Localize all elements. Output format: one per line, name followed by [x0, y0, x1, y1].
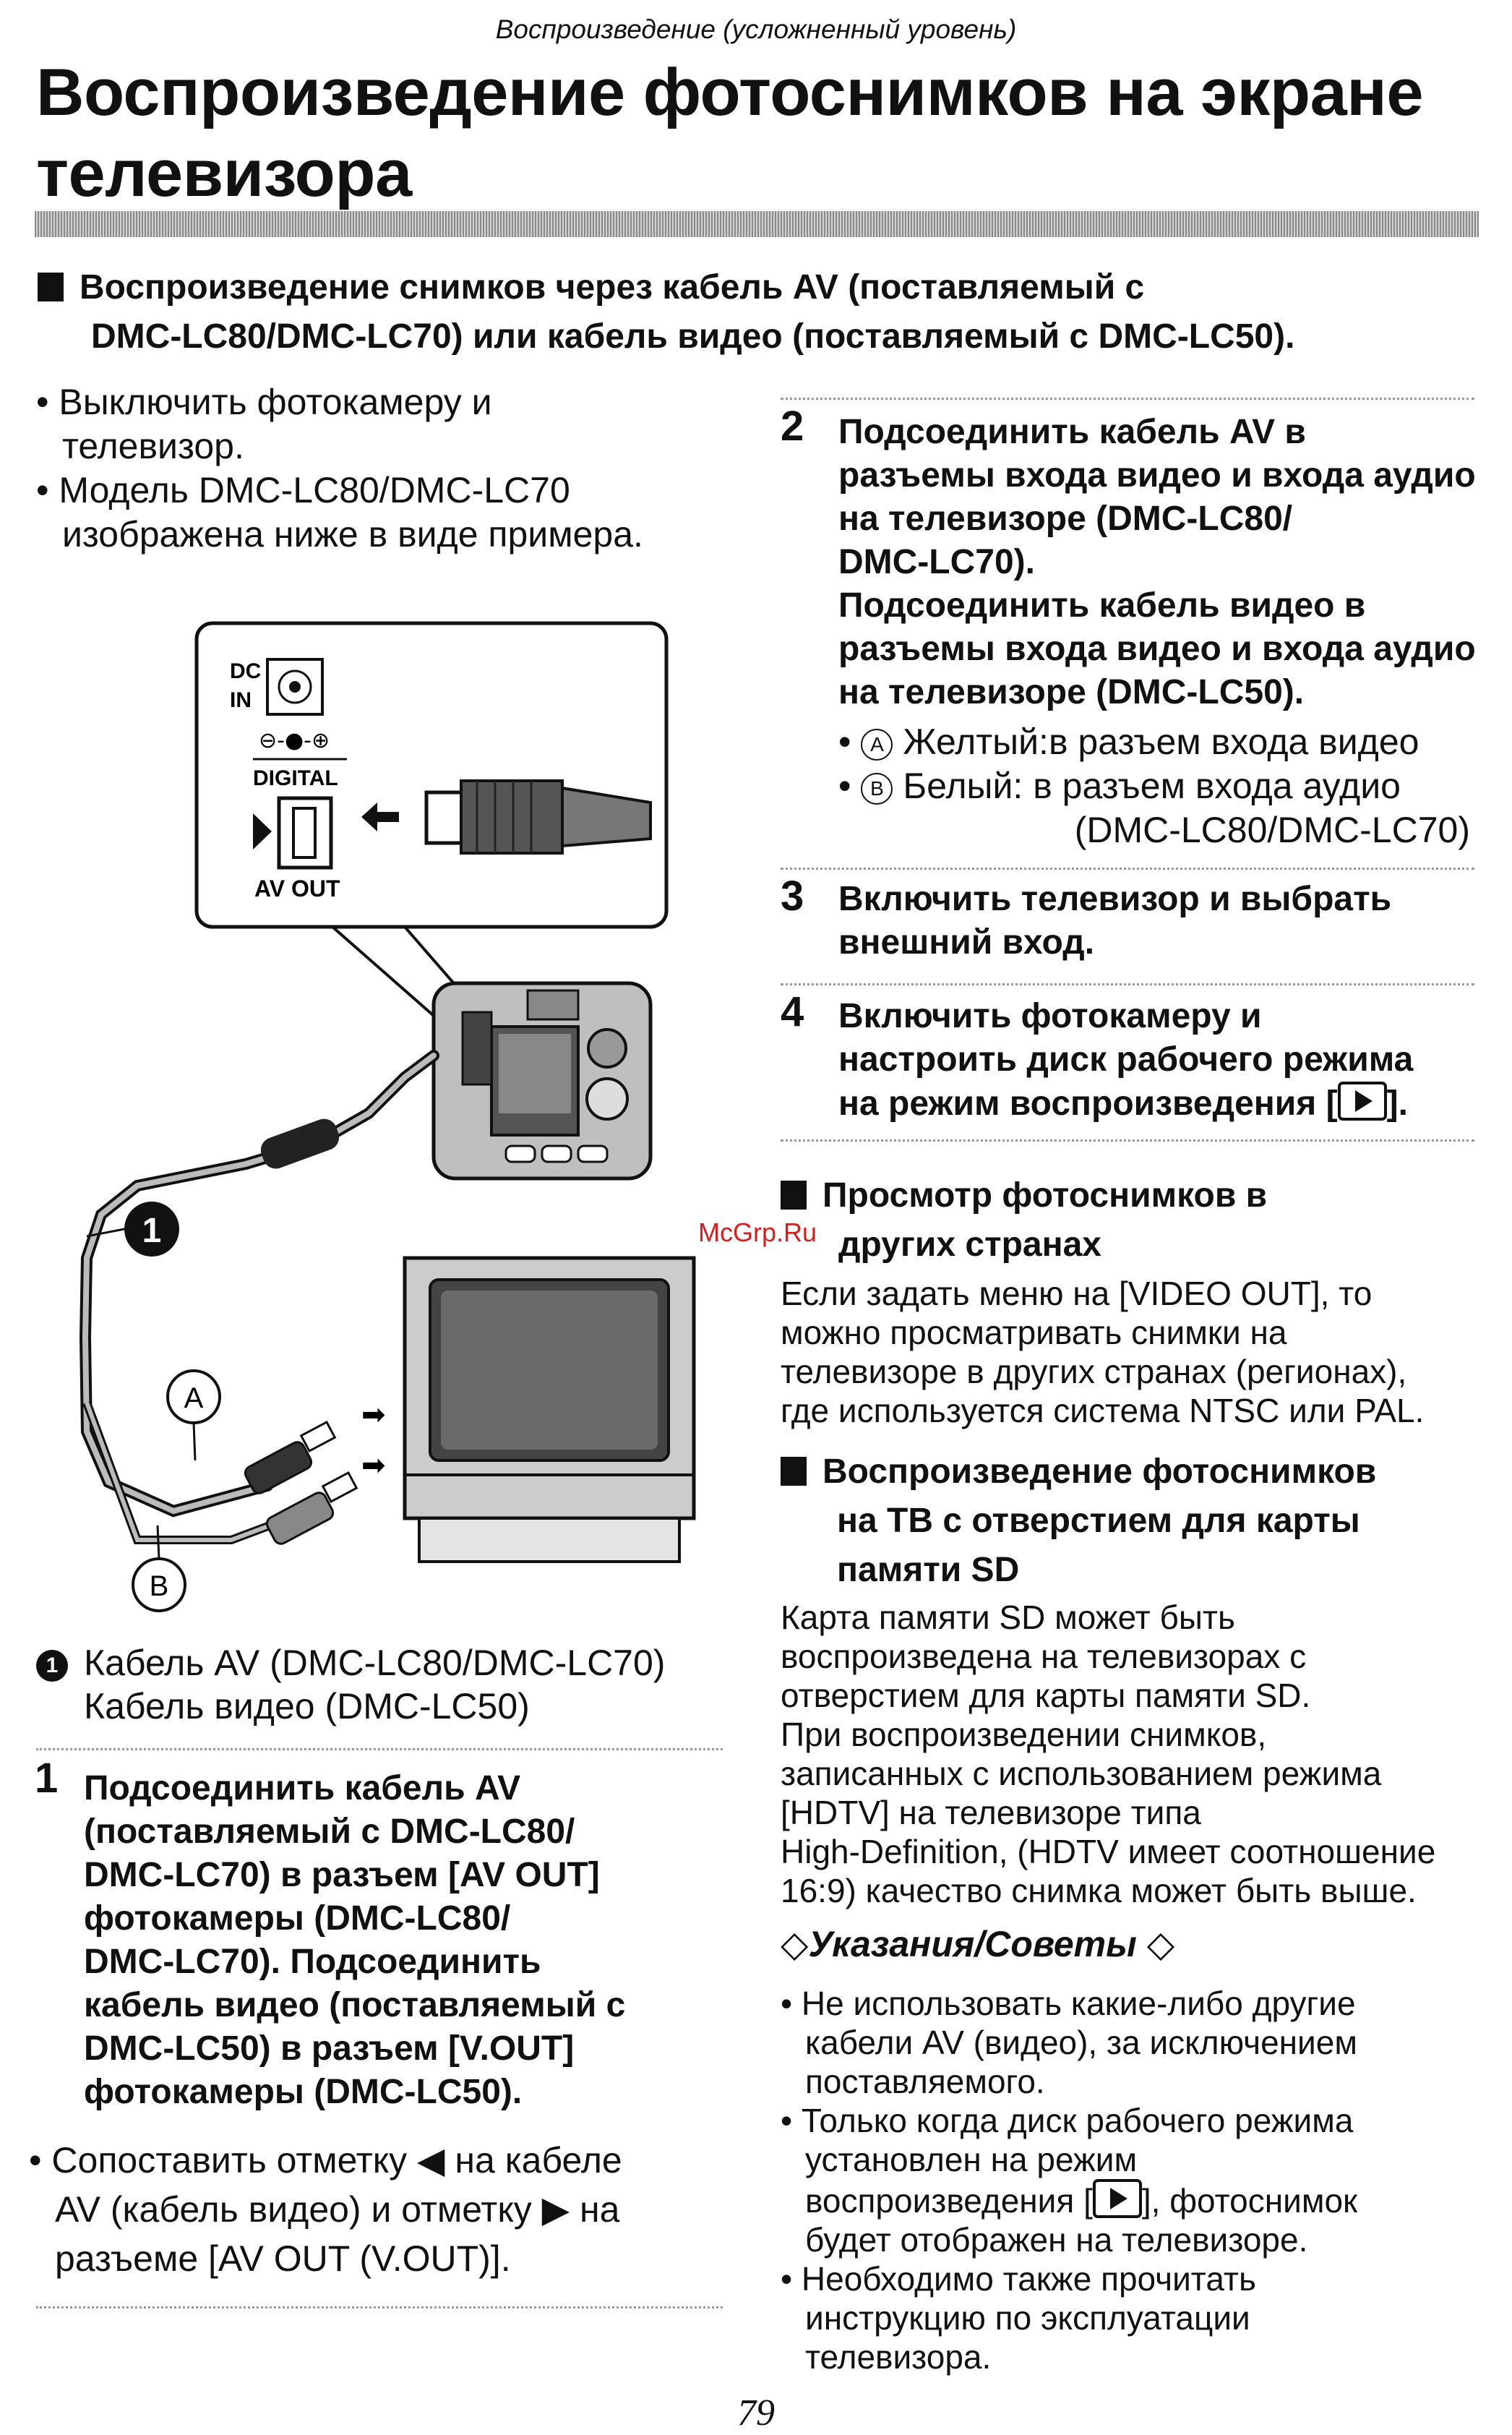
divider [781, 868, 1474, 870]
section-square-icon [781, 1457, 807, 1486]
marker-a-label: A [184, 1382, 204, 1414]
step-1-number: 1 [35, 1755, 59, 1802]
marker-1-label: 1 [142, 1212, 162, 1250]
step-3-text: Включить телевизор и выбрать внешний вхо… [838, 880, 1392, 962]
arrow-tv-2-icon: ➡ [361, 1449, 386, 1482]
step-4-text: Включить фотокамеру и настроить диск раб… [838, 997, 1414, 1123]
in-label: IN [230, 688, 252, 712]
divider [36, 1748, 723, 1750]
rca-plug-white [265, 1471, 358, 1545]
section-heading-abroad: Просмотр фотоснимков в других странах [781, 1171, 1474, 1270]
divider [36, 2306, 723, 2308]
step-2-text: Подсоединить кабель AV в разъемы входа в… [838, 413, 1476, 711]
tips-list: • Не использовать какие-либо другие кабе… [781, 1985, 1358, 2376]
marker-a-icon: A [861, 729, 893, 761]
dc-label: DC [230, 659, 261, 683]
section-square-icon [38, 273, 64, 301]
prep-item-2: • Модель DMC-LC80/DMC-LC70 [36, 470, 570, 510]
arrow-tv-1-icon: ➡ [361, 1398, 386, 1432]
page-number: 79 [737, 2392, 775, 2434]
section-abroad-text: Если задать меню на [VIDEO OUT], то можн… [781, 1275, 1425, 1429]
running-header: Воспроизведение (усложненный уровень) [495, 14, 1017, 44]
step-4-number: 4 [781, 988, 804, 1035]
step-1-text: Подсоединить кабель AV (поставляемый с D… [84, 1769, 626, 2111]
divider [781, 983, 1474, 985]
playback-mode-icon [1092, 2179, 1142, 2218]
connection-diagram: DC IN ⊖-●-⊕ DIGITAL AV OUT 1 [79, 621, 696, 1612]
av-out-label: AV OUT [254, 876, 340, 902]
section-square-icon [781, 1181, 807, 1210]
triangle-left-icon: ◀ [417, 2140, 445, 2181]
divider [781, 398, 1474, 400]
title-underline [35, 211, 1479, 237]
step-3-number: 3 [781, 873, 804, 920]
watermark: McGrp.Ru [698, 1218, 817, 1247]
digital-label: DIGITAL [253, 766, 338, 790]
page-title-line2: телевизора [36, 137, 412, 210]
polarity-symbol: ⊖-●-⊕ [259, 728, 330, 753]
camera-illustration [431, 981, 653, 1181]
cable-plug [424, 790, 465, 845]
tips-heading: ◇Указания/Советы ◇ [781, 1924, 1175, 1964]
marker-1 [124, 1202, 179, 1257]
av-out-mark-icon [253, 813, 272, 850]
prep-item-1: • Выключить фотокамеру и [36, 382, 492, 422]
caption-marker-1: 1 [36, 1650, 68, 1682]
section-heading-av-playback: Воспроизведение снимков через кабель AV … [38, 263, 1490, 361]
section-sd-text: Карта памяти SD может быть воспроизведен… [781, 1599, 1436, 1909]
step-1-note: • Сопоставить отметку ◀ на кабеле AV (ка… [29, 2140, 622, 2279]
section-heading-sd: Воспроизведение фотоснимков на ТВ с отве… [781, 1447, 1474, 1595]
tv-illustration [403, 1256, 696, 1563]
page-title: Воспроизведение фотоснимков на экране те… [36, 52, 1482, 214]
step-2-number: 2 [781, 403, 804, 450]
arrow-left-icon [361, 803, 377, 831]
av-cable [79, 1050, 439, 1518]
prep-list: • Выключить фотокамеру и телевизор. • Мо… [36, 380, 716, 557]
marker-b-icon: B [861, 773, 893, 805]
page-title-line1: Воспроизведение фотоснимков на экране [36, 56, 1424, 129]
triangle-right-icon: ▶ [541, 2189, 570, 2230]
marker-b-label: B [150, 1570, 169, 1602]
playback-mode-icon [1337, 1082, 1387, 1121]
rca-plug-yellow [244, 1420, 337, 1494]
ferrite-core [260, 1118, 340, 1169]
divider [781, 1139, 1474, 1142]
